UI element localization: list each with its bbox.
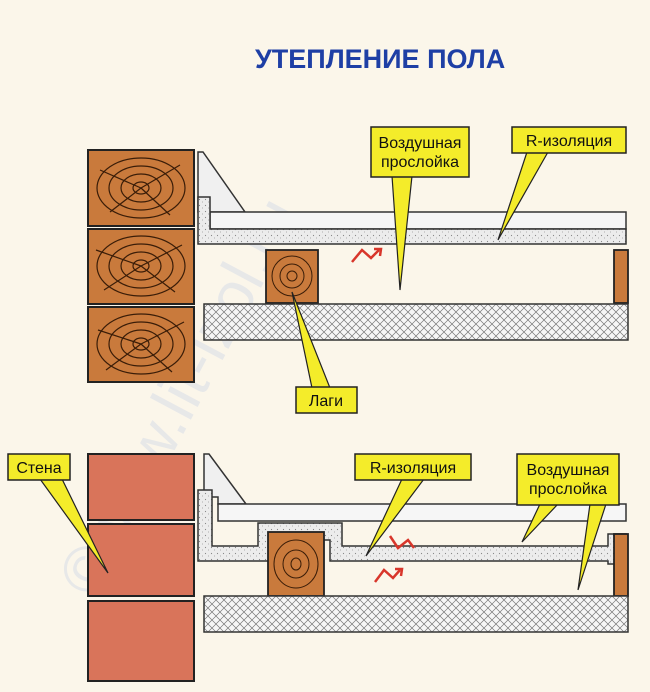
joist [267, 531, 325, 597]
joist [265, 249, 319, 304]
callout-text: прослойка [381, 154, 459, 171]
log-wall [87, 149, 195, 383]
subfloor-slab [203, 303, 629, 341]
joist-partial [613, 533, 629, 597]
page-title: УТЕПЛЕНИЕ ПОЛА [255, 44, 505, 74]
brick-wall [87, 453, 195, 682]
log-rings [95, 157, 186, 375]
heat-reflect-arrow [351, 248, 380, 263]
top-diagram: Воздушная прослойка R-изоляция Лаги [87, 126, 629, 414]
brick-1 [87, 453, 195, 521]
joist-partial [613, 249, 629, 304]
bottom-diagram: Стена R-изоляция Воздушная прослойка [7, 453, 629, 682]
callout-text: Воздушная [527, 462, 610, 479]
callout-text: Воздушная [379, 135, 462, 152]
brick-2 [87, 523, 195, 597]
callout-text: R-изоляция [370, 460, 456, 477]
brick-3 [87, 600, 195, 682]
callout-text: R-изоляция [526, 133, 612, 150]
floor-board [209, 211, 627, 230]
callout-text: Лаги [309, 393, 343, 410]
floor-board [217, 503, 627, 522]
heat-reflect-arrow [374, 568, 401, 583]
callout-air-gap-top: Воздушная прослойка [370, 126, 470, 291]
callout-r-insulation-bottom: R-изоляция [354, 453, 472, 557]
callout-text: Стена [16, 460, 61, 477]
r-insulation-layer [197, 196, 627, 245]
callout-r-insulation-top: R-изоляция [497, 126, 627, 241]
heat-reflect-arrow [388, 535, 415, 550]
callout-air-gap-bottom: Воздушная прослойка [516, 453, 620, 591]
callout-joists: Лаги [291, 291, 358, 414]
callout-text: прослойка [529, 481, 607, 498]
subfloor-slab [203, 595, 629, 633]
callout-wall: Стена [7, 453, 109, 574]
